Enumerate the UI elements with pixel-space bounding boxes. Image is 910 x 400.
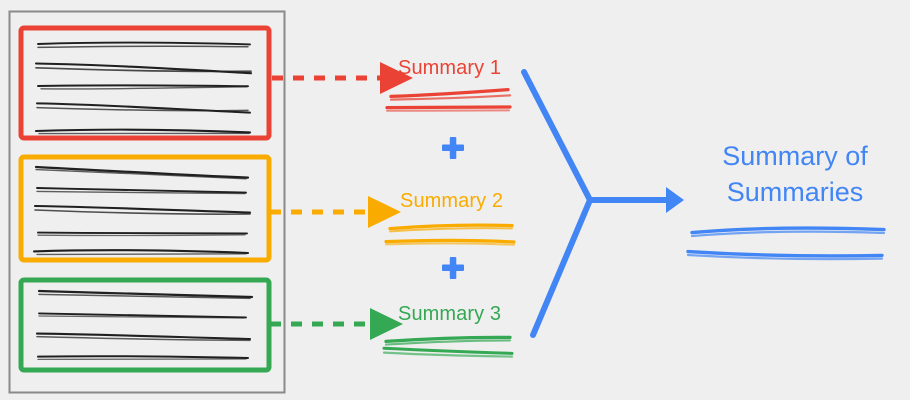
summary-2-label: Summary 2 [400, 190, 504, 212]
summary-1-label: Summary 1 [398, 57, 502, 79]
chunk-3-group[interactable] [18, 277, 403, 373]
plus-2-icon [442, 257, 464, 279]
chunk-2-box[interactable] [18, 154, 272, 263]
chunk-1-text-lines [34, 41, 253, 135]
chunk-1-box[interactable] [18, 25, 272, 141]
chunk-3-box[interactable] [18, 277, 272, 373]
chunk-2-group[interactable] [18, 154, 401, 263]
final-label-line-1: Summary of [722, 141, 868, 171]
summary-1-squiggles [385, 87, 512, 112]
plus-1-icon [442, 137, 464, 159]
final-output-squiggles [686, 226, 886, 261]
merge-branch-top [521, 69, 593, 203]
document-frame [8, 10, 286, 394]
summary-3-label: Summary 3 [398, 303, 502, 325]
summary-2-squiggles [384, 223, 516, 246]
merge-branch-bottom [530, 197, 593, 338]
chunk-2-text-lines [32, 165, 252, 256]
chunk-1-group[interactable] [18, 25, 413, 141]
chunk-3-text-lines [35, 289, 254, 361]
summary-3-squiggles [382, 335, 514, 358]
final-label-line-2: Summaries [726, 177, 864, 207]
merge-arrowhead-icon [666, 187, 684, 213]
merge-connector [521, 69, 684, 338]
summary-of-summaries-label: Summary of Summaries [700, 138, 890, 210]
